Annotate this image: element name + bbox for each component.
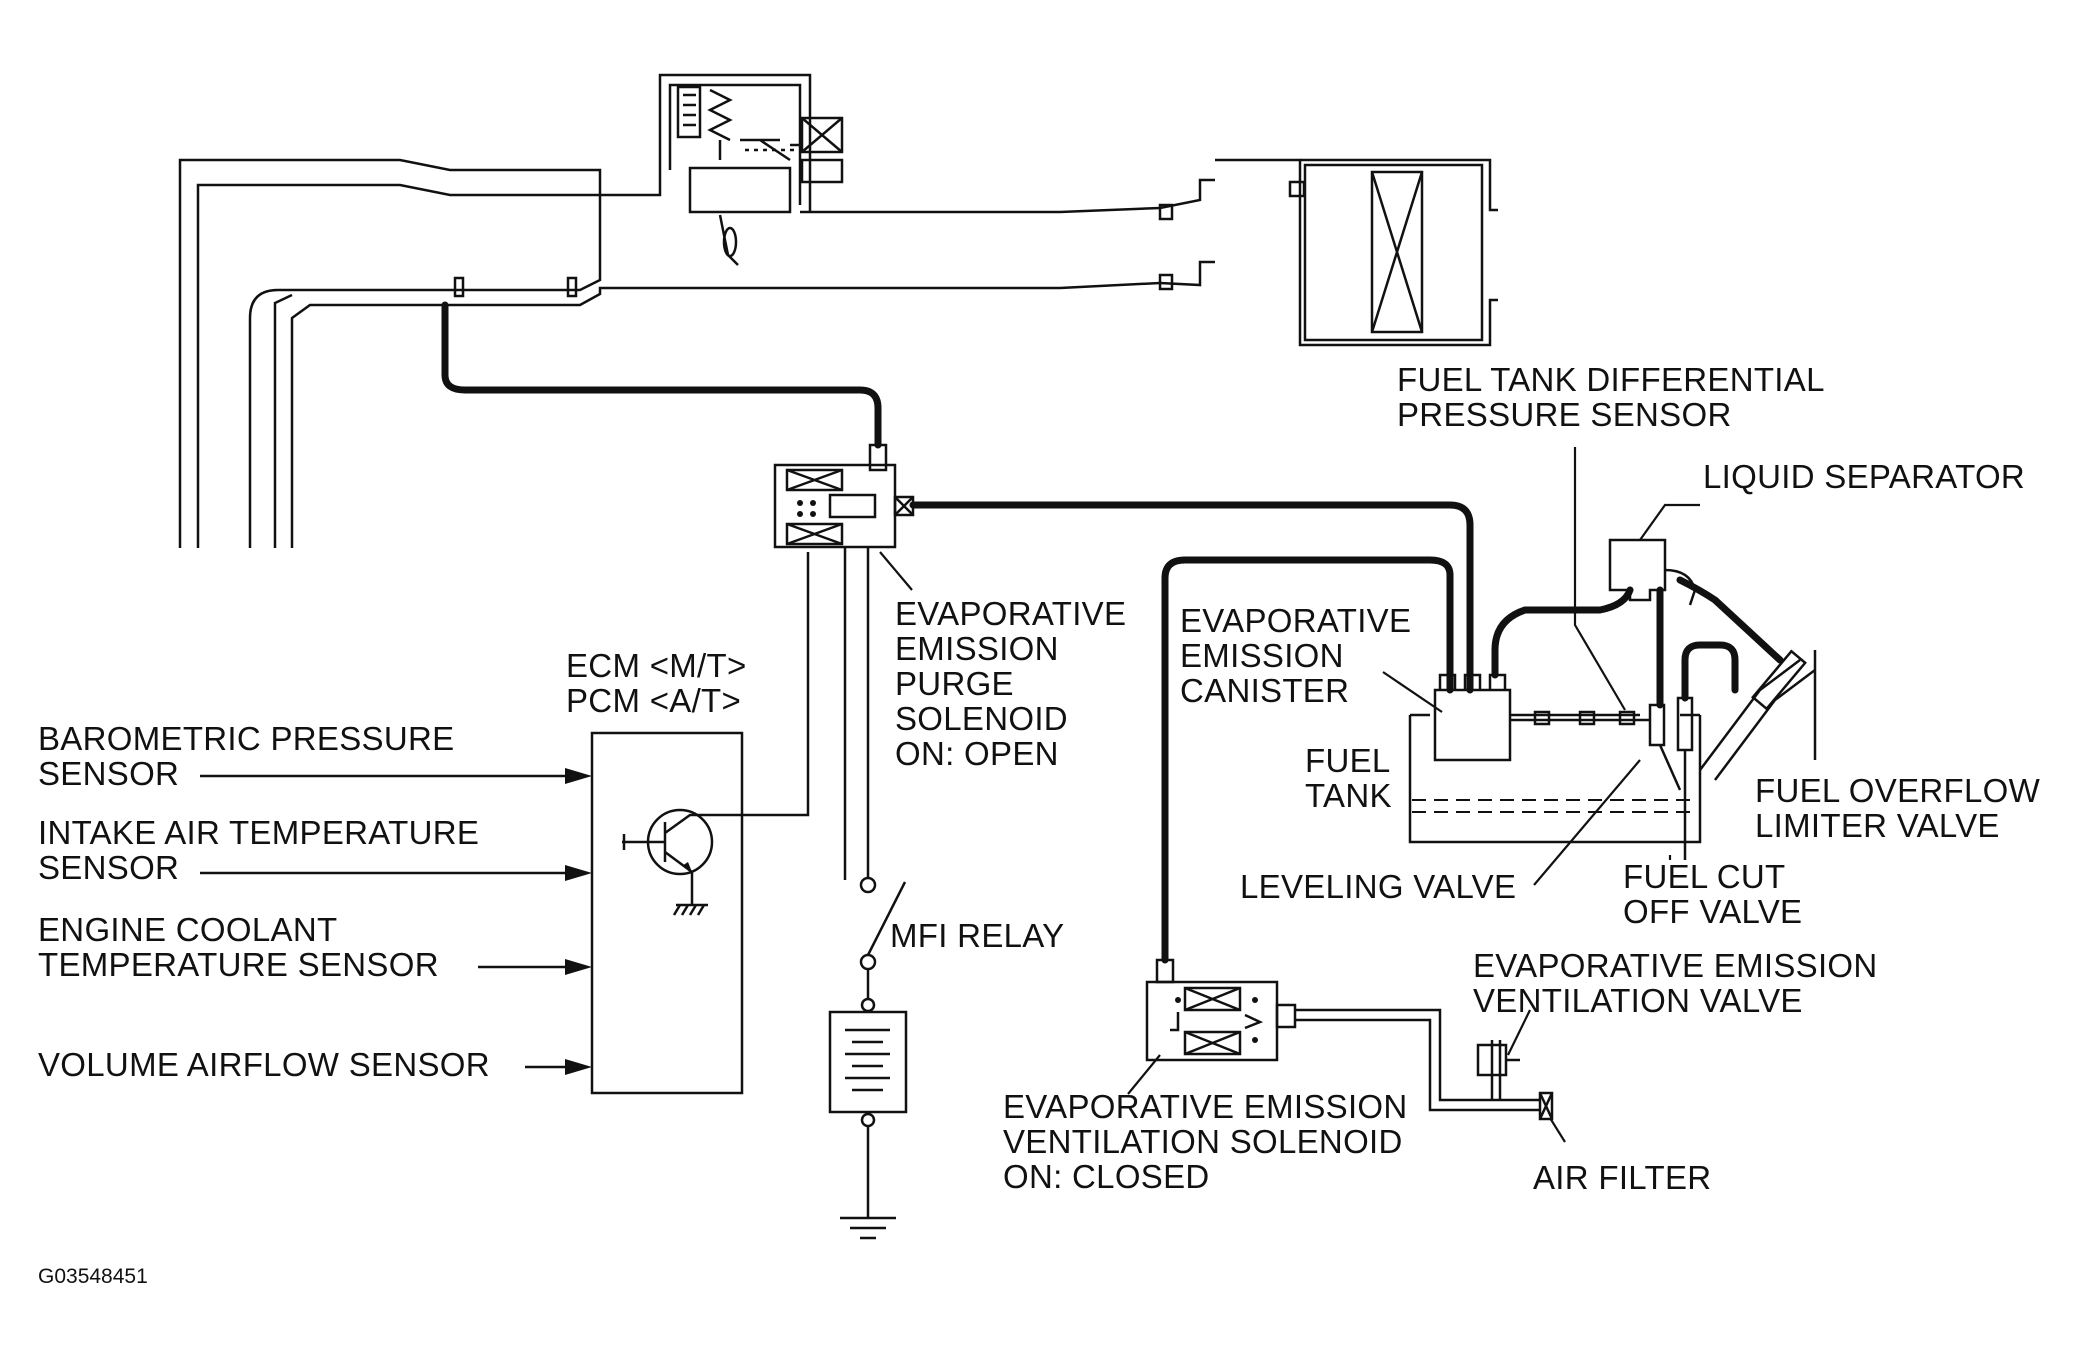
- label-air-filter: AIR FILTER: [1533, 1159, 1712, 1196]
- purge-hose-canister: [909, 501, 1474, 694]
- leader-lines: [879, 551, 1672, 1143]
- vent-line: [1295, 1008, 1540, 1112]
- purge-hose-manifold: [441, 301, 882, 449]
- purge-solenoid-port: [868, 443, 888, 472]
- separator-hose: [1491, 586, 1634, 679]
- purge-solenoid: [773, 463, 915, 549]
- fuel-tank: [1408, 673, 1702, 860]
- throttle-body-isc: [658, 73, 844, 266]
- liquid-separator: [1608, 503, 1700, 606]
- limiter-hose: [1681, 641, 1739, 702]
- vent-valve: [1476, 1040, 1520, 1100]
- ecm-pcm-box: [590, 552, 810, 1095]
- label-leveling-valve: LEVELING VALVE: [1240, 868, 1517, 905]
- diff-sensor-leader: [1573, 447, 1626, 711]
- separator-return-hose: [1676, 576, 1784, 664]
- label-volume-airflow-sensor: VOLUME AIRFLOW SENSOR: [38, 1046, 490, 1083]
- vent-hose-canister: [1161, 556, 1454, 964]
- relay-circuit: [828, 547, 908, 1240]
- filler-neck: [1699, 649, 1817, 781]
- vent-solenoid: [1145, 958, 1297, 1062]
- figure-code: G03548451: [38, 1265, 148, 1288]
- label-ecm-pcm: ECM <M/T>PCM <A/T>: [566, 647, 747, 719]
- intake-manifold: [178, 158, 1306, 548]
- label-liquid-separator: LIQUID SEPARATOR: [1703, 458, 2026, 495]
- air-cleaner: [1215, 158, 1498, 347]
- air-filter-element: [1538, 1091, 1554, 1121]
- label-mfi-relay: MFI RELAY: [890, 917, 1065, 954]
- input-arrows: [200, 768, 592, 1075]
